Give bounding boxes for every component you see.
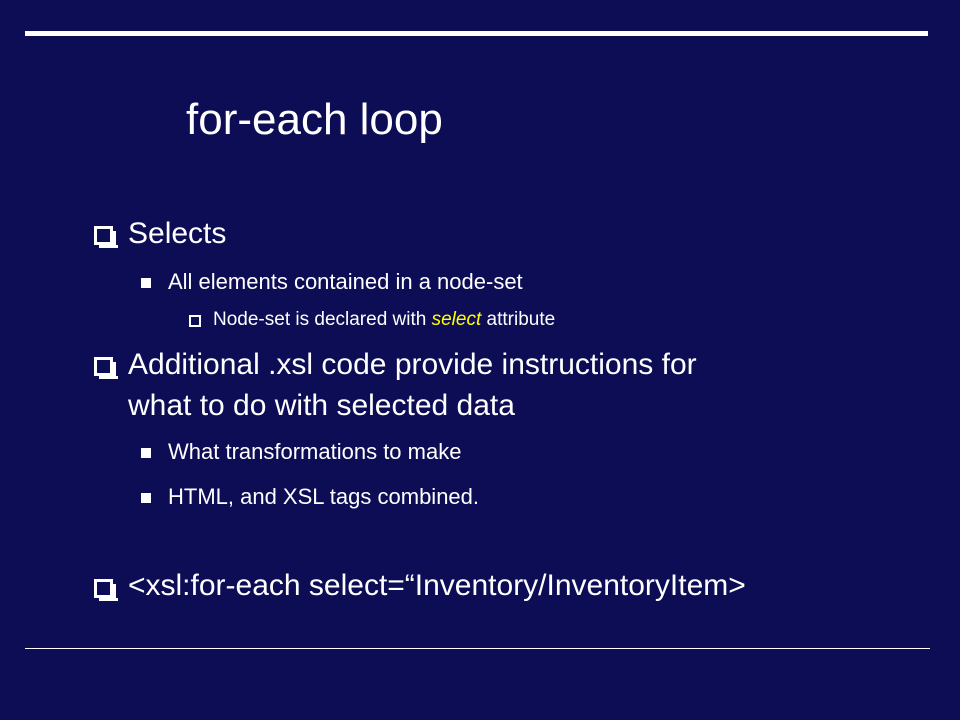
solid-square-bullet-icon	[141, 493, 151, 503]
bullet-additional-line2: what to do with selected data	[128, 389, 515, 422]
bullet-shadow-side	[113, 584, 116, 601]
bullet-shadow-side	[113, 231, 116, 248]
solid-square-bullet-icon	[141, 448, 151, 458]
small-hollow-square-bullet-icon	[189, 315, 201, 327]
node-set-text-before: Node-set is declared with	[213, 309, 432, 330]
bullet-node-set: Node-set is declared with select attribu…	[213, 308, 555, 332]
bullet-xsl-code: <xsl:for-each select=“Inventory/Inventor…	[128, 569, 746, 602]
solid-square-bullet-icon	[141, 278, 151, 288]
bullet-additional-line1: Additional .xsl code provide instruction…	[128, 348, 697, 381]
bullet-selects: Selects	[128, 217, 227, 250]
bullet-shadow-side	[113, 362, 116, 379]
hollow-square-bullet-icon	[94, 357, 113, 376]
bullet-shadow	[99, 376, 118, 379]
slide-title: for-each loop	[186, 95, 443, 144]
bullet-shadow	[99, 245, 118, 248]
bullet-transformations: What transformations to make	[168, 439, 462, 464]
select-highlight: select	[431, 309, 482, 330]
hollow-square-bullet-icon	[94, 579, 113, 598]
bullet-shadow	[99, 598, 118, 601]
hollow-square-bullet-icon	[94, 226, 113, 245]
bullet-all-elements: All elements contained in a node-set	[168, 269, 523, 294]
node-set-text-after: attribute	[481, 309, 556, 330]
bullet-html-xsl: HTML, and XSL tags combined.	[168, 484, 480, 509]
bottom-rule	[25, 648, 930, 649]
top-rule	[25, 31, 928, 36]
